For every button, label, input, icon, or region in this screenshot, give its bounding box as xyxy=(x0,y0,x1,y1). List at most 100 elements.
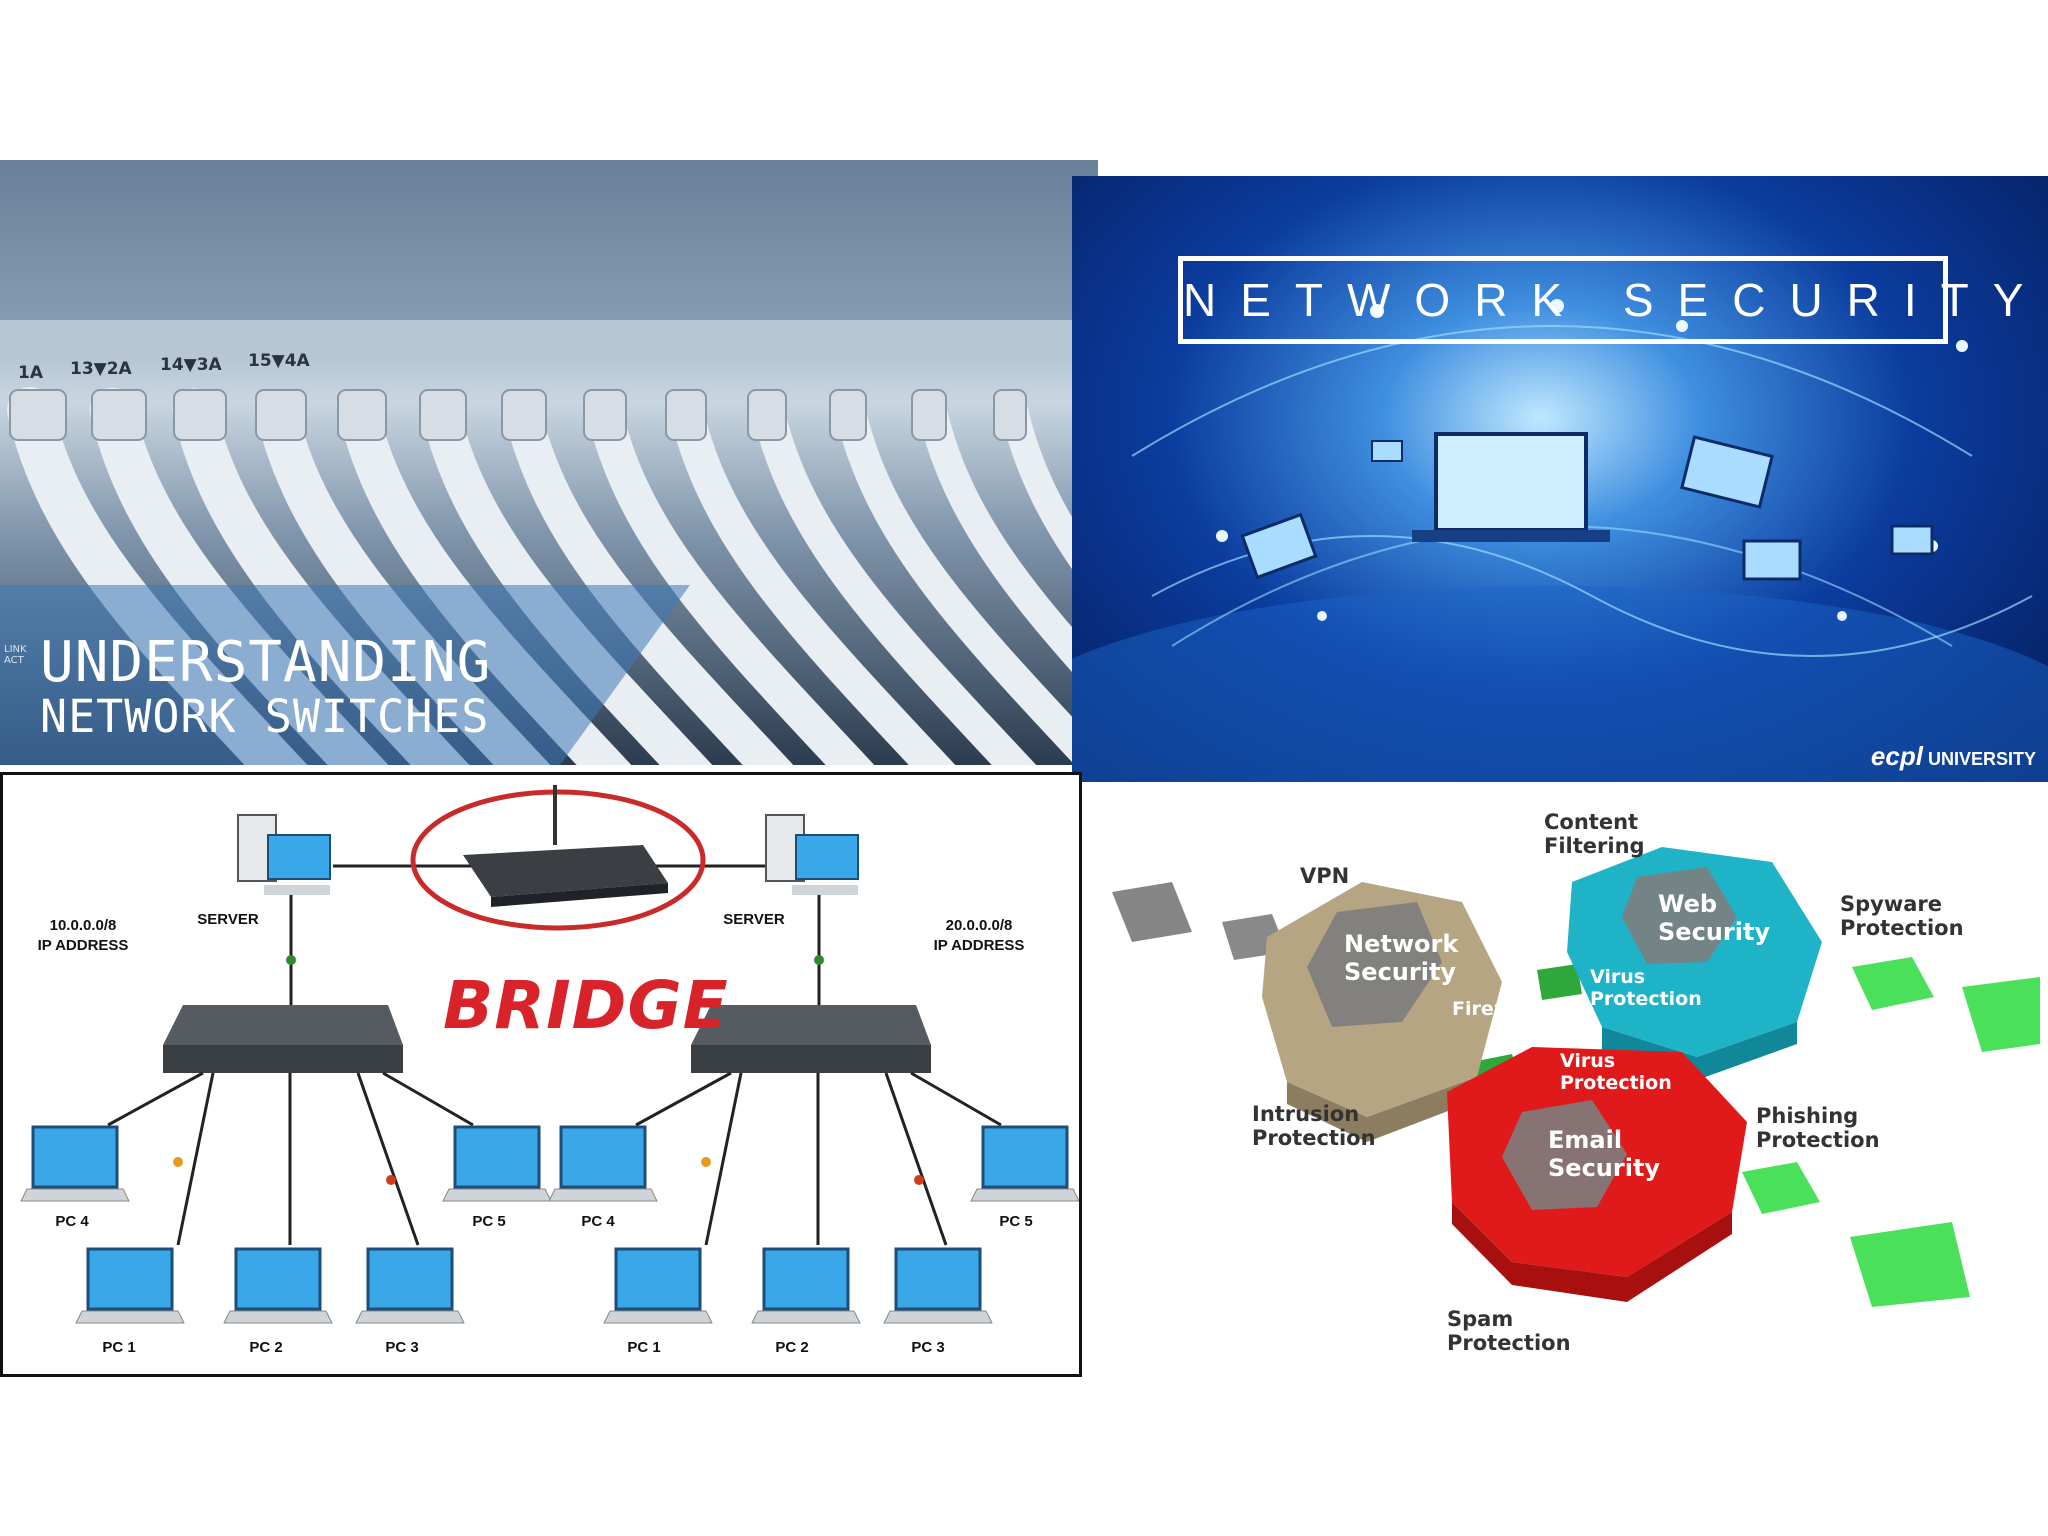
switch-icon xyxy=(163,1005,403,1073)
laptop-icon xyxy=(1412,432,1610,542)
bridge-diagram: BRIDGE 10.0.0.0/8 IP ADDRESS SERVER 20.0… xyxy=(0,772,1082,1377)
rj45-plug xyxy=(419,389,467,441)
pc-icon xyxy=(75,1247,185,1324)
link-act-label: LINK ACT xyxy=(4,644,27,666)
left-ip-caption: IP ADDRESS xyxy=(37,937,129,954)
switch-cables-illustration: 1A 13▼2A 14▼3A 15▼4A xyxy=(0,160,1098,765)
data-block-icon xyxy=(1537,964,1582,1000)
web-module-label-2: Security xyxy=(1658,918,1771,946)
spam-label-1: Spam xyxy=(1447,1307,1514,1331)
email-security-module xyxy=(1447,1047,1747,1302)
rj45-plug xyxy=(173,389,227,441)
logo-mark: ecpl xyxy=(1870,741,1923,771)
pc-icon xyxy=(603,1247,713,1324)
port-label: 1A xyxy=(18,363,44,383)
pc-icon xyxy=(751,1247,861,1324)
network-security-module xyxy=(1262,882,1502,1142)
rj45-plug xyxy=(337,389,387,441)
data-block-icon xyxy=(1850,1222,1970,1307)
left-pc2-label: PC 2 xyxy=(249,1339,283,1356)
rj45-plug xyxy=(501,389,547,441)
rj45-plug xyxy=(747,389,787,441)
intrusion-label-2: Protection xyxy=(1252,1126,1376,1150)
network-cable xyxy=(917,395,1098,701)
right-ip-caption: IP ADDRESS xyxy=(933,937,1025,954)
network-switches-image: 1A 13▼2A 14▼3A 15▼4A UNDERSTANDING NETWO… xyxy=(0,160,1098,765)
web-security-module xyxy=(1567,847,1822,1080)
rj45-plug xyxy=(9,389,67,441)
network-module-label-1: Network xyxy=(1344,930,1459,958)
globe-network-illustration xyxy=(1072,299,2048,782)
network-cable xyxy=(751,393,1037,765)
left-pc1-label: PC 1 xyxy=(102,1339,136,1356)
spyware-label-2: Protection xyxy=(1840,916,1964,940)
network-module-label-2: Security xyxy=(1344,958,1457,986)
right-pc5-label: PC 5 xyxy=(999,1213,1033,1230)
left-pc3-label: PC 3 xyxy=(385,1339,419,1356)
right-pc3-label: PC 3 xyxy=(911,1339,945,1356)
port-label: 15▼4A xyxy=(248,351,311,371)
pc-icon xyxy=(223,1247,333,1324)
left-pc4-label: PC 4 xyxy=(55,1213,89,1230)
bridge-label: BRIDGE xyxy=(443,967,729,1044)
right-pc1-label: PC 1 xyxy=(627,1339,661,1356)
laptop-icon xyxy=(1890,524,1934,556)
ecpl-university-logo: ecpl UNIVERSITY xyxy=(1871,741,2036,772)
rj45-plug xyxy=(829,389,867,441)
bridge-highlight-ring xyxy=(410,789,706,931)
left-pc5-label: PC 5 xyxy=(472,1213,506,1230)
rj45-plug xyxy=(255,389,307,441)
port-label: 13▼2A xyxy=(70,359,133,379)
pc-icon xyxy=(442,1125,552,1202)
virus-bottom-label-1: Virus xyxy=(1560,1050,1616,1072)
virus-top-label-1: Virus xyxy=(1590,966,1646,988)
bridge-device-icon xyxy=(463,785,668,907)
network-security-title: NETWORK SECURITY xyxy=(1178,256,2023,344)
content-filtering-label-2: Filtering xyxy=(1544,834,1645,858)
laptop-icon xyxy=(1371,440,1403,462)
logo-text: UNIVERSITY xyxy=(1927,749,2036,769)
network-security-image: NETWORK SECURITY ecpl UNIVERSITY xyxy=(1072,176,2048,782)
rj45-plug xyxy=(993,389,1027,441)
laptop-icon xyxy=(1680,435,1774,509)
network-cable xyxy=(669,393,956,765)
network-cable xyxy=(586,392,875,765)
bridge-topology xyxy=(20,785,1079,1324)
server-icon xyxy=(765,814,859,895)
security-layers-diagram: VPN Content Filtering Spyware Protection… xyxy=(1082,782,2048,1382)
title-line-2: NETWORK SWITCHES xyxy=(40,690,490,743)
network-cable xyxy=(834,394,1098,765)
right-ip-address: 20.0.0.0/8 xyxy=(945,917,1013,934)
rj45-plug xyxy=(911,389,947,441)
phishing-label-1: Phishing xyxy=(1756,1104,1859,1128)
right-server-label: SERVER xyxy=(723,911,785,928)
right-pc4-label: PC 4 xyxy=(581,1213,615,1230)
data-block-icon xyxy=(1742,1162,1820,1214)
server-icon xyxy=(237,814,331,895)
left-server-label: SERVER xyxy=(197,911,259,928)
data-block-icon xyxy=(1112,882,1192,942)
virus-top-label-2: Protection xyxy=(1590,988,1702,1010)
rj45-plug xyxy=(91,389,147,441)
spam-label-2: Protection xyxy=(1447,1331,1571,1355)
virus-bottom-label-2: Protection xyxy=(1560,1072,1672,1094)
content-filtering-label-1: Content xyxy=(1544,810,1639,834)
network-cable xyxy=(1000,396,1098,605)
pc-icon xyxy=(548,1125,658,1202)
firewall-label: Firewall xyxy=(1452,998,1538,1020)
phishing-label-2: Protection xyxy=(1756,1128,1880,1152)
rj45-plug xyxy=(583,389,627,441)
switch-icon xyxy=(691,1005,931,1073)
title-line-1: UNDERSTANDING xyxy=(40,630,492,695)
port-label: 14▼3A xyxy=(160,355,223,375)
email-module-label-1: Email xyxy=(1548,1126,1623,1154)
pc-icon xyxy=(20,1125,130,1202)
right-pc2-label: PC 2 xyxy=(775,1339,809,1356)
left-ip-address: 10.0.0.0/8 xyxy=(49,917,117,934)
vpn-label: VPN xyxy=(1300,864,1350,888)
pc-icon xyxy=(883,1247,993,1324)
spyware-label-1: Spyware xyxy=(1840,892,1943,916)
security-modules-illustration xyxy=(1112,847,2040,1307)
laptop-icon xyxy=(1742,539,1802,581)
rj45-plug xyxy=(665,389,707,441)
